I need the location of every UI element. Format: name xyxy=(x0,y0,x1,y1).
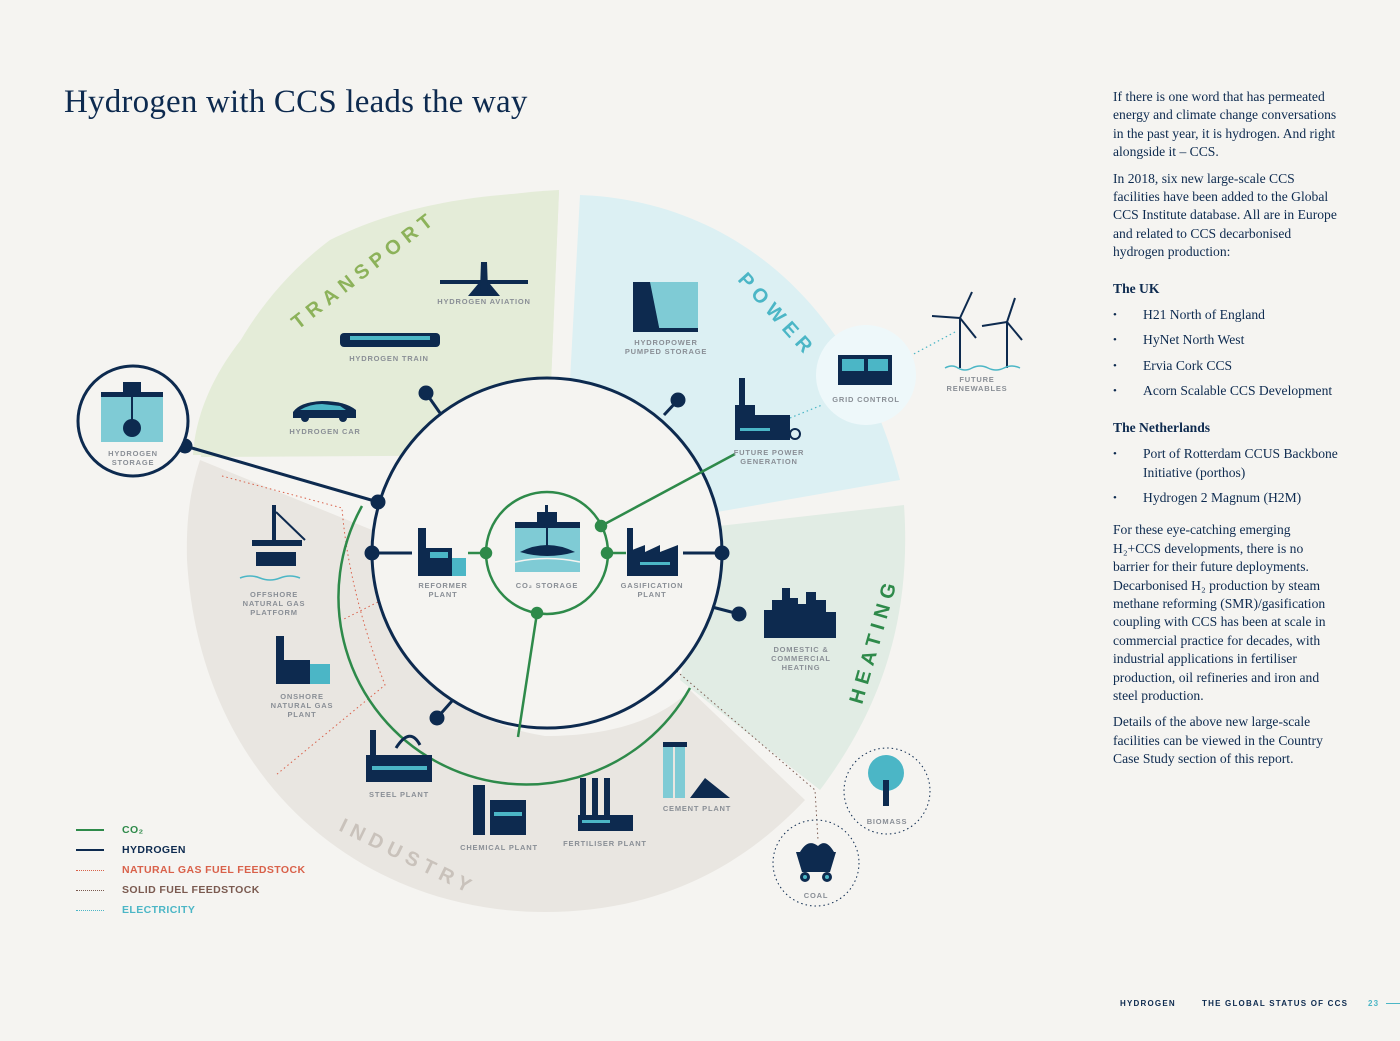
uk-heading: The UK xyxy=(1113,280,1160,296)
legend-swatch xyxy=(76,889,104,891)
hydrogen-car-label: HYDROGEN CAR xyxy=(289,427,360,436)
legend-label: SOLID FUEL FEEDSTOCK xyxy=(122,884,260,896)
intro-paragraph: If there is one word that has permeated … xyxy=(1113,89,1337,160)
biomass-label: BIOMASS xyxy=(867,817,908,826)
legend-swatch xyxy=(76,849,104,851)
legend-item: SOLID FUEL FEEDSTOCK xyxy=(76,880,305,900)
fertiliser-plant-icon xyxy=(578,778,633,831)
industry-sector xyxy=(186,460,806,912)
legend-label: ELECTRICITY xyxy=(122,904,196,916)
hydrogen-spokes xyxy=(177,385,747,726)
coal-circle xyxy=(772,819,860,907)
list-item: HyNet North West xyxy=(1113,331,1338,350)
legend-swatch xyxy=(76,829,104,831)
details-paragraph: Details of the above new large-scale fac… xyxy=(1113,714,1323,767)
co2-storage-label: CO₂ STORAGE xyxy=(516,581,578,590)
legend-label: HYDROGEN xyxy=(122,844,186,856)
legend-item: NATURAL GAS FUEL FEEDSTOCK xyxy=(76,860,305,880)
grid-control-icon xyxy=(838,355,892,385)
co2-spokes xyxy=(468,452,736,738)
deployment-paragraph: For these eye-catching emerging H₂+CCS d… xyxy=(1113,522,1326,703)
coal-label: COAL xyxy=(804,891,828,900)
facilities-paragraph: In 2018, six new large-scale CCS facilit… xyxy=(1113,170,1337,260)
airplane-icon xyxy=(440,262,528,296)
co2-arc xyxy=(337,505,692,786)
cement-plant-icon xyxy=(663,742,730,798)
grid-control-label: GRID CONTROL xyxy=(832,395,900,404)
legend-swatch xyxy=(76,869,104,871)
list-item: Hydrogen 2 Magnum (H2M) xyxy=(1113,489,1338,508)
footer-rule xyxy=(1386,1003,1400,1004)
heating-sector xyxy=(680,505,906,790)
chemical-plant-icon xyxy=(473,785,526,835)
footer-section: HYDROGEN xyxy=(1120,999,1176,1008)
list-item: Ervia Cork CCS xyxy=(1113,357,1338,376)
legend-item: HYDROGEN xyxy=(76,840,305,860)
cement-plant-label: CEMENT PLANT xyxy=(663,804,731,813)
legend-item: CO₂ xyxy=(76,820,305,840)
list-item: Acorn Scalable CCS Development xyxy=(1113,382,1338,401)
legend-label: CO₂ xyxy=(122,824,144,836)
hydrogen-storage-icon xyxy=(101,382,163,442)
hydrogen-train-label: HYDROGEN TRAIN xyxy=(349,354,429,363)
domestic-heating-icon xyxy=(764,588,836,638)
tree-icon xyxy=(868,755,904,806)
hydrogen-ccs-diagram: TRANSPORT POWER HEATING INDUSTRY xyxy=(76,190,1023,912)
netherlands-list: Port of Rotterdam CCUS Backbone Initiati… xyxy=(1113,445,1338,508)
legend-swatch xyxy=(76,909,104,911)
fertiliser-plant-label: FERTILISER PLANT xyxy=(563,839,647,848)
legend-item: ELECTRICITY xyxy=(76,900,305,920)
footer-report: THE GLOBAL STATUS OF CCS xyxy=(1202,999,1349,1008)
hydrogen-aviation-label: HYDROGEN AVIATION xyxy=(437,297,530,306)
transport-sector-shape xyxy=(201,192,559,457)
coal-cart-icon xyxy=(796,843,836,882)
co2-storage-icon xyxy=(514,505,581,572)
netherlands-heading: The Netherlands xyxy=(1113,419,1211,435)
chemical-plant-label: CHEMICAL PLANT xyxy=(460,843,538,852)
offshore-platform-icon xyxy=(239,505,306,581)
steel-plant-icon xyxy=(366,730,432,782)
uk-list: H21 North of England HyNet North West Er… xyxy=(1113,306,1338,401)
solid-fuel-feedstock-line xyxy=(651,606,819,841)
sidebar-text: If there is one word that has permeated … xyxy=(1113,88,1338,777)
onshore-plant-icon xyxy=(276,636,330,684)
gasification-plant-icon xyxy=(627,528,678,576)
reformer-plant-icon xyxy=(418,528,466,576)
wind-turbine-icon xyxy=(931,291,1023,371)
electricity-line xyxy=(789,331,956,419)
list-item: H21 North of England xyxy=(1113,306,1338,325)
legend-label: NATURAL GAS FUEL FEEDSTOCK xyxy=(122,864,306,876)
car-icon xyxy=(293,401,356,422)
biomass-circle xyxy=(843,747,931,835)
legend: CO₂ HYDROGEN NATURAL GAS FUEL FEEDSTOCK SOL… xyxy=(76,820,305,920)
page-title: Hydrogen with CCS leads the way xyxy=(64,84,528,120)
page-number: 23 xyxy=(1368,999,1380,1008)
hydropower-icon xyxy=(633,282,698,332)
natural-gas-feedstock-line xyxy=(221,475,386,776)
future-power-icon xyxy=(735,378,801,440)
train-icon xyxy=(340,333,440,347)
steel-plant-label: STEEL PLANT xyxy=(369,790,429,799)
list-item: Port of Rotterdam CCUS Backbone Initiati… xyxy=(1113,445,1338,482)
